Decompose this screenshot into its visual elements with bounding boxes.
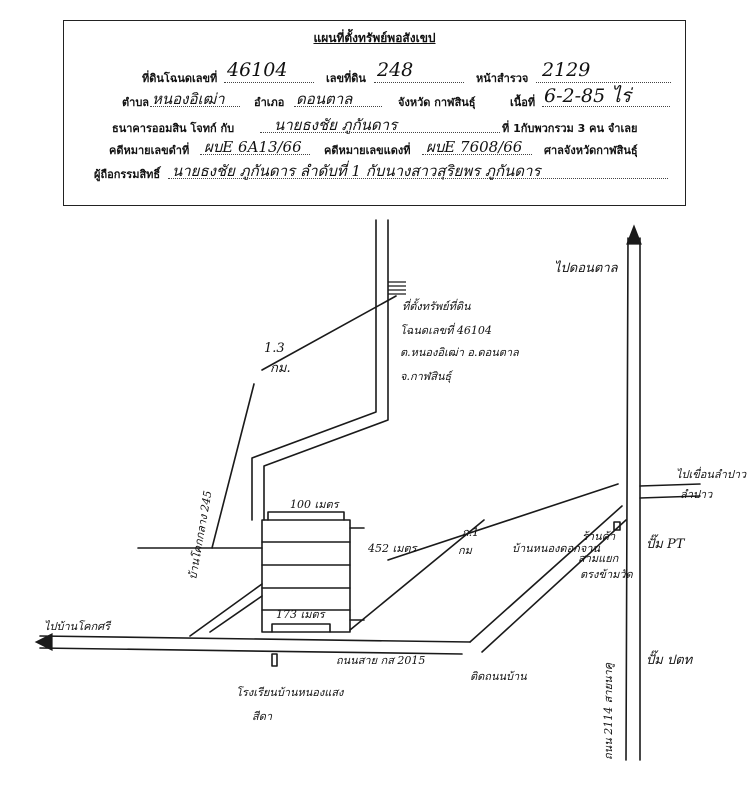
left-diagonal-road-2 — [209, 595, 263, 633]
distance-km-unit: กม. — [270, 361, 291, 376]
property-location: ต.หนองอิเฒ่า อ.ดอนตาล — [400, 346, 520, 359]
to-right-top: ไปเขื่อนลำปาว — [676, 466, 747, 481]
property-deed: โฉนดเลขที่ 46104 — [400, 322, 492, 337]
red-case-label: คดีหมายเลขแดงที่ — [324, 144, 411, 157]
area-label: เนื้อที่ — [510, 96, 536, 109]
defendant-underline — [260, 131, 500, 133]
land-no-label: เลขที่ดิน — [326, 72, 366, 85]
to-left-destination: ไปบ้านโคกศรี — [44, 620, 112, 633]
owner-label: ผู้ถือกรรมสิทธิ์ — [94, 168, 161, 181]
property-hatch — [388, 281, 406, 295]
area-value: 6-2-85 ไร่ — [544, 85, 631, 107]
village-left: บ้านโคกกลาง 245 — [186, 490, 214, 581]
shop-sub: ตรงข้ามวัด — [580, 568, 634, 581]
to-right-top-2: ลำปาว — [680, 488, 713, 501]
top-dimension — [267, 511, 345, 521]
deed-underline — [224, 81, 314, 83]
amphoe-underline — [294, 105, 382, 107]
property-province: จ.กาฬสินธุ์ — [400, 370, 454, 383]
junction-sub: ติดถนนบ้าน — [470, 670, 527, 683]
defendant-suffix: ที่ 1กับพวกรวม 3 คน จำเลย — [502, 122, 638, 135]
document-info-box: แผนที่ตั้งทรัพย์พอสังเขป ที่ดินโฉนดเลขที… — [63, 20, 686, 206]
tambon-underline — [150, 105, 240, 107]
bank-plaintiff-label: ธนาคารออมสิน โจทก์ กับ — [112, 122, 235, 135]
dimension-top: 100 เมตร — [290, 498, 341, 511]
area-underline — [542, 105, 670, 107]
bottom-road-upper — [39, 635, 471, 643]
side-dimension — [349, 527, 365, 621]
survey-label: หน้าสำรวจ — [476, 72, 529, 85]
distance-km: 1.3 — [264, 341, 285, 356]
bottom-road-lower — [39, 647, 463, 655]
deed-number: 46104 — [227, 59, 288, 81]
pump-ptt: ปั๊ม ปตท — [646, 650, 694, 668]
red-case-number: ผบE 7608/66 — [426, 138, 523, 156]
dimension-bottom: 173 เมตร — [276, 608, 327, 621]
survey-underline — [536, 81, 671, 83]
vertical-road-left — [625, 237, 629, 761]
defendant-value: นายธงชัย ภูกันดาร — [274, 116, 398, 134]
black-case-number: ผบE 6A13/66 — [204, 138, 302, 156]
black-case-label: คดีหมายเลขดำที่ — [109, 144, 190, 157]
amphoe-label: อำเภอ — [254, 96, 285, 109]
land-number: 248 — [377, 59, 414, 81]
access-road-inner — [263, 219, 389, 521]
to-don-tan-label: ไปดอนตาล — [554, 260, 619, 276]
dimension-side: 452 เมตร — [367, 542, 419, 555]
amphoe-value: ดอนตาล — [296, 90, 353, 108]
vertical-road-label: ถนน 2114 สายนาคู — [602, 662, 615, 760]
shop-label: ร้านค้า — [582, 530, 616, 543]
owner-underline — [168, 177, 668, 179]
junction-label: สามแยก — [578, 552, 620, 565]
access-road-outer — [251, 219, 377, 521]
left-diagonal-road — [189, 583, 263, 637]
arrow-left — [34, 633, 53, 651]
kilometer-marker: ก.1 — [462, 526, 479, 539]
distance-leader — [211, 383, 255, 549]
leader-line — [261, 295, 397, 371]
branch-road — [349, 519, 485, 631]
survey-number: 2129 — [542, 59, 591, 81]
red-case-underline — [422, 153, 532, 155]
village-right: บ้านหนองดอกจาน — [512, 542, 600, 555]
land-underline — [374, 81, 464, 83]
tambon-label: ตำบล — [122, 96, 150, 109]
deed-label: ที่ดินโฉนดเลขที่ — [142, 72, 218, 85]
diagonal-road-upper — [469, 505, 623, 643]
black-case-underline — [200, 153, 310, 155]
school-label: โรงเรียนบ้านหนองแสง — [236, 686, 345, 699]
owner-value: นายธงชัย ภูกันดาร ลำดับที่ 1 กับนางสาวสุ… — [172, 162, 541, 180]
tambon-value: หนองอิเฒ่า — [152, 90, 225, 108]
right-road-upper — [639, 483, 701, 487]
road-to-junction — [387, 483, 619, 561]
court-label: ศาลจังหวัดกาฬสินธุ์ — [544, 144, 638, 157]
road-name: ถนนสาย กส 2015 — [336, 654, 425, 667]
property-parcel — [261, 519, 351, 633]
province-label: จังหวัด กาฬสินธุ์ — [398, 96, 476, 109]
school-label-line2: สีดา — [252, 710, 273, 723]
shop-marker — [613, 521, 621, 531]
document-title: แผนที่ตั้งทรัพย์พอสังเขป — [313, 31, 436, 45]
bottom-dimension — [271, 623, 331, 633]
property-label: ที่ตั้งทรัพย์ที่ดิน — [402, 298, 471, 313]
arrow-up — [626, 224, 642, 245]
school-marker — [271, 653, 278, 667]
kilometer-unit: กม — [458, 544, 473, 557]
pump-pt: ปั๊ม PT — [646, 534, 686, 552]
diagonal-road-lower — [481, 519, 627, 653]
right-road-lower — [639, 495, 701, 499]
